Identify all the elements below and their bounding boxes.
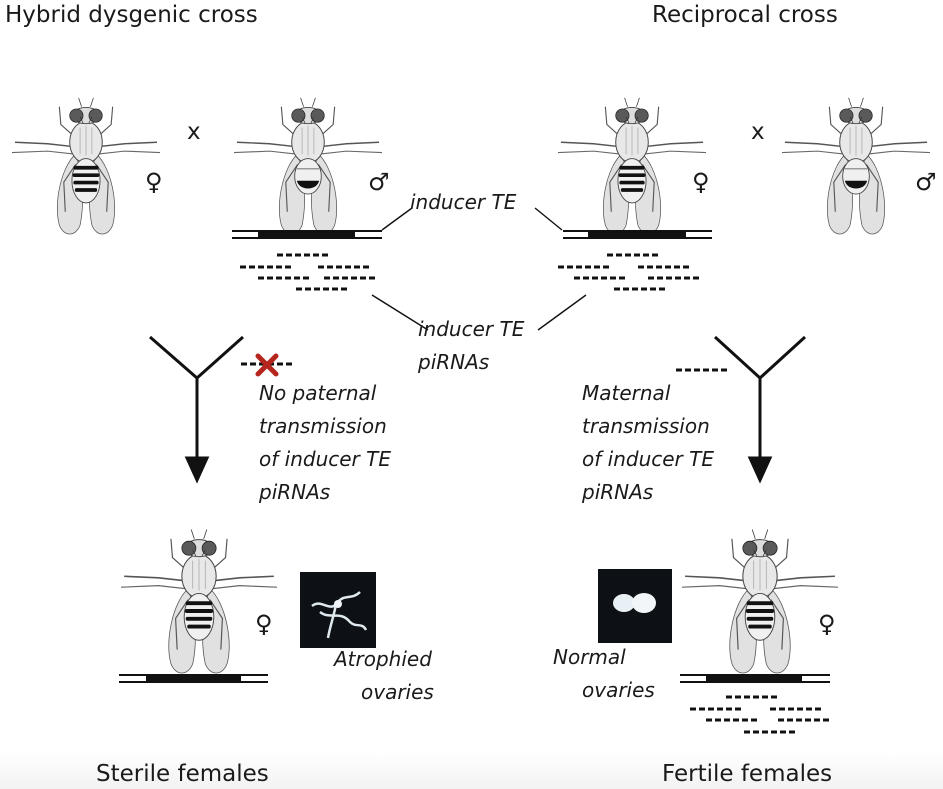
label-line: transmission [582, 414, 710, 438]
cross-arrow-right [713, 335, 807, 484]
inducer-te-block [258, 231, 355, 238]
pirna-cluster-right [558, 253, 702, 291]
heading-hybrid-dysgenic-cross: Hybrid dysgenic cross [5, 2, 258, 28]
cross-arrow-left [149, 335, 244, 484]
male-symbol-left: ♂ [368, 168, 390, 196]
chromosome-right [563, 230, 712, 239]
outcome-sterile-females: Sterile females [96, 761, 269, 787]
label-atrophied-ovaries: Atrophied ovaries [334, 643, 434, 709]
label-line: transmission [259, 414, 387, 438]
label-inducer-te: inducer TE [410, 190, 517, 214]
label-line: of inducer TE [259, 447, 391, 471]
female-fly-left [11, 97, 161, 235]
label-line: piRNAs [582, 480, 654, 504]
female-fly-right [557, 97, 707, 235]
heading-reciprocal-cross: Reciprocal cross [652, 2, 838, 28]
chromosome-left [232, 230, 382, 239]
inducer-te-block [588, 231, 686, 238]
label-no-paternal-transmission: No paternal transmission of inducer TE p… [259, 377, 391, 509]
female-symbol-offspring-right: ♀ [818, 610, 836, 638]
label-line: ovaries [361, 680, 434, 704]
atrophied-ovaries-photo [300, 572, 376, 648]
offspring-chromosome-right [680, 674, 830, 683]
pirna-cluster-left [240, 253, 378, 291]
female-symbol-left: ♀ [145, 168, 163, 196]
label-line: Atrophied [334, 647, 432, 671]
label-maternal-transmission: Maternal transmission of inducer TE piRN… [582, 377, 714, 509]
normal-ovaries-photo [598, 569, 672, 643]
bottom-shade [0, 752, 943, 789]
offspring-fly-left [120, 528, 278, 674]
offspring-chromosome-left [119, 674, 268, 683]
label-line: Normal [553, 645, 626, 669]
blocked-pirna [241, 353, 295, 377]
label-line: No paternal [259, 381, 377, 405]
offspring-pirna-cluster-right [690, 695, 830, 734]
male-fly-right [781, 97, 931, 235]
female-symbol-offspring-left: ♀ [255, 610, 273, 638]
label-line: piRNAs [259, 480, 331, 504]
outcome-fertile-females: Fertile females [662, 761, 833, 787]
label-line: ovaries [582, 678, 655, 702]
label-line: of inducer TE [582, 447, 714, 471]
label-normal-ovaries: Normal ovaries [553, 641, 655, 707]
label-inducer-te-pirnas: inducer TE piRNAs [418, 313, 524, 379]
male-fly-left [233, 97, 383, 235]
label-line: Maternal [582, 381, 671, 405]
male-symbol-right: ♂ [915, 168, 937, 196]
label-line: piRNAs [418, 350, 490, 374]
cross-symbol-right: x [751, 119, 765, 145]
female-symbol-right: ♀ [692, 168, 710, 196]
cross-symbol-left: x [187, 119, 201, 145]
offspring-fly-right [681, 528, 839, 674]
label-line: inducer TE [418, 317, 525, 341]
